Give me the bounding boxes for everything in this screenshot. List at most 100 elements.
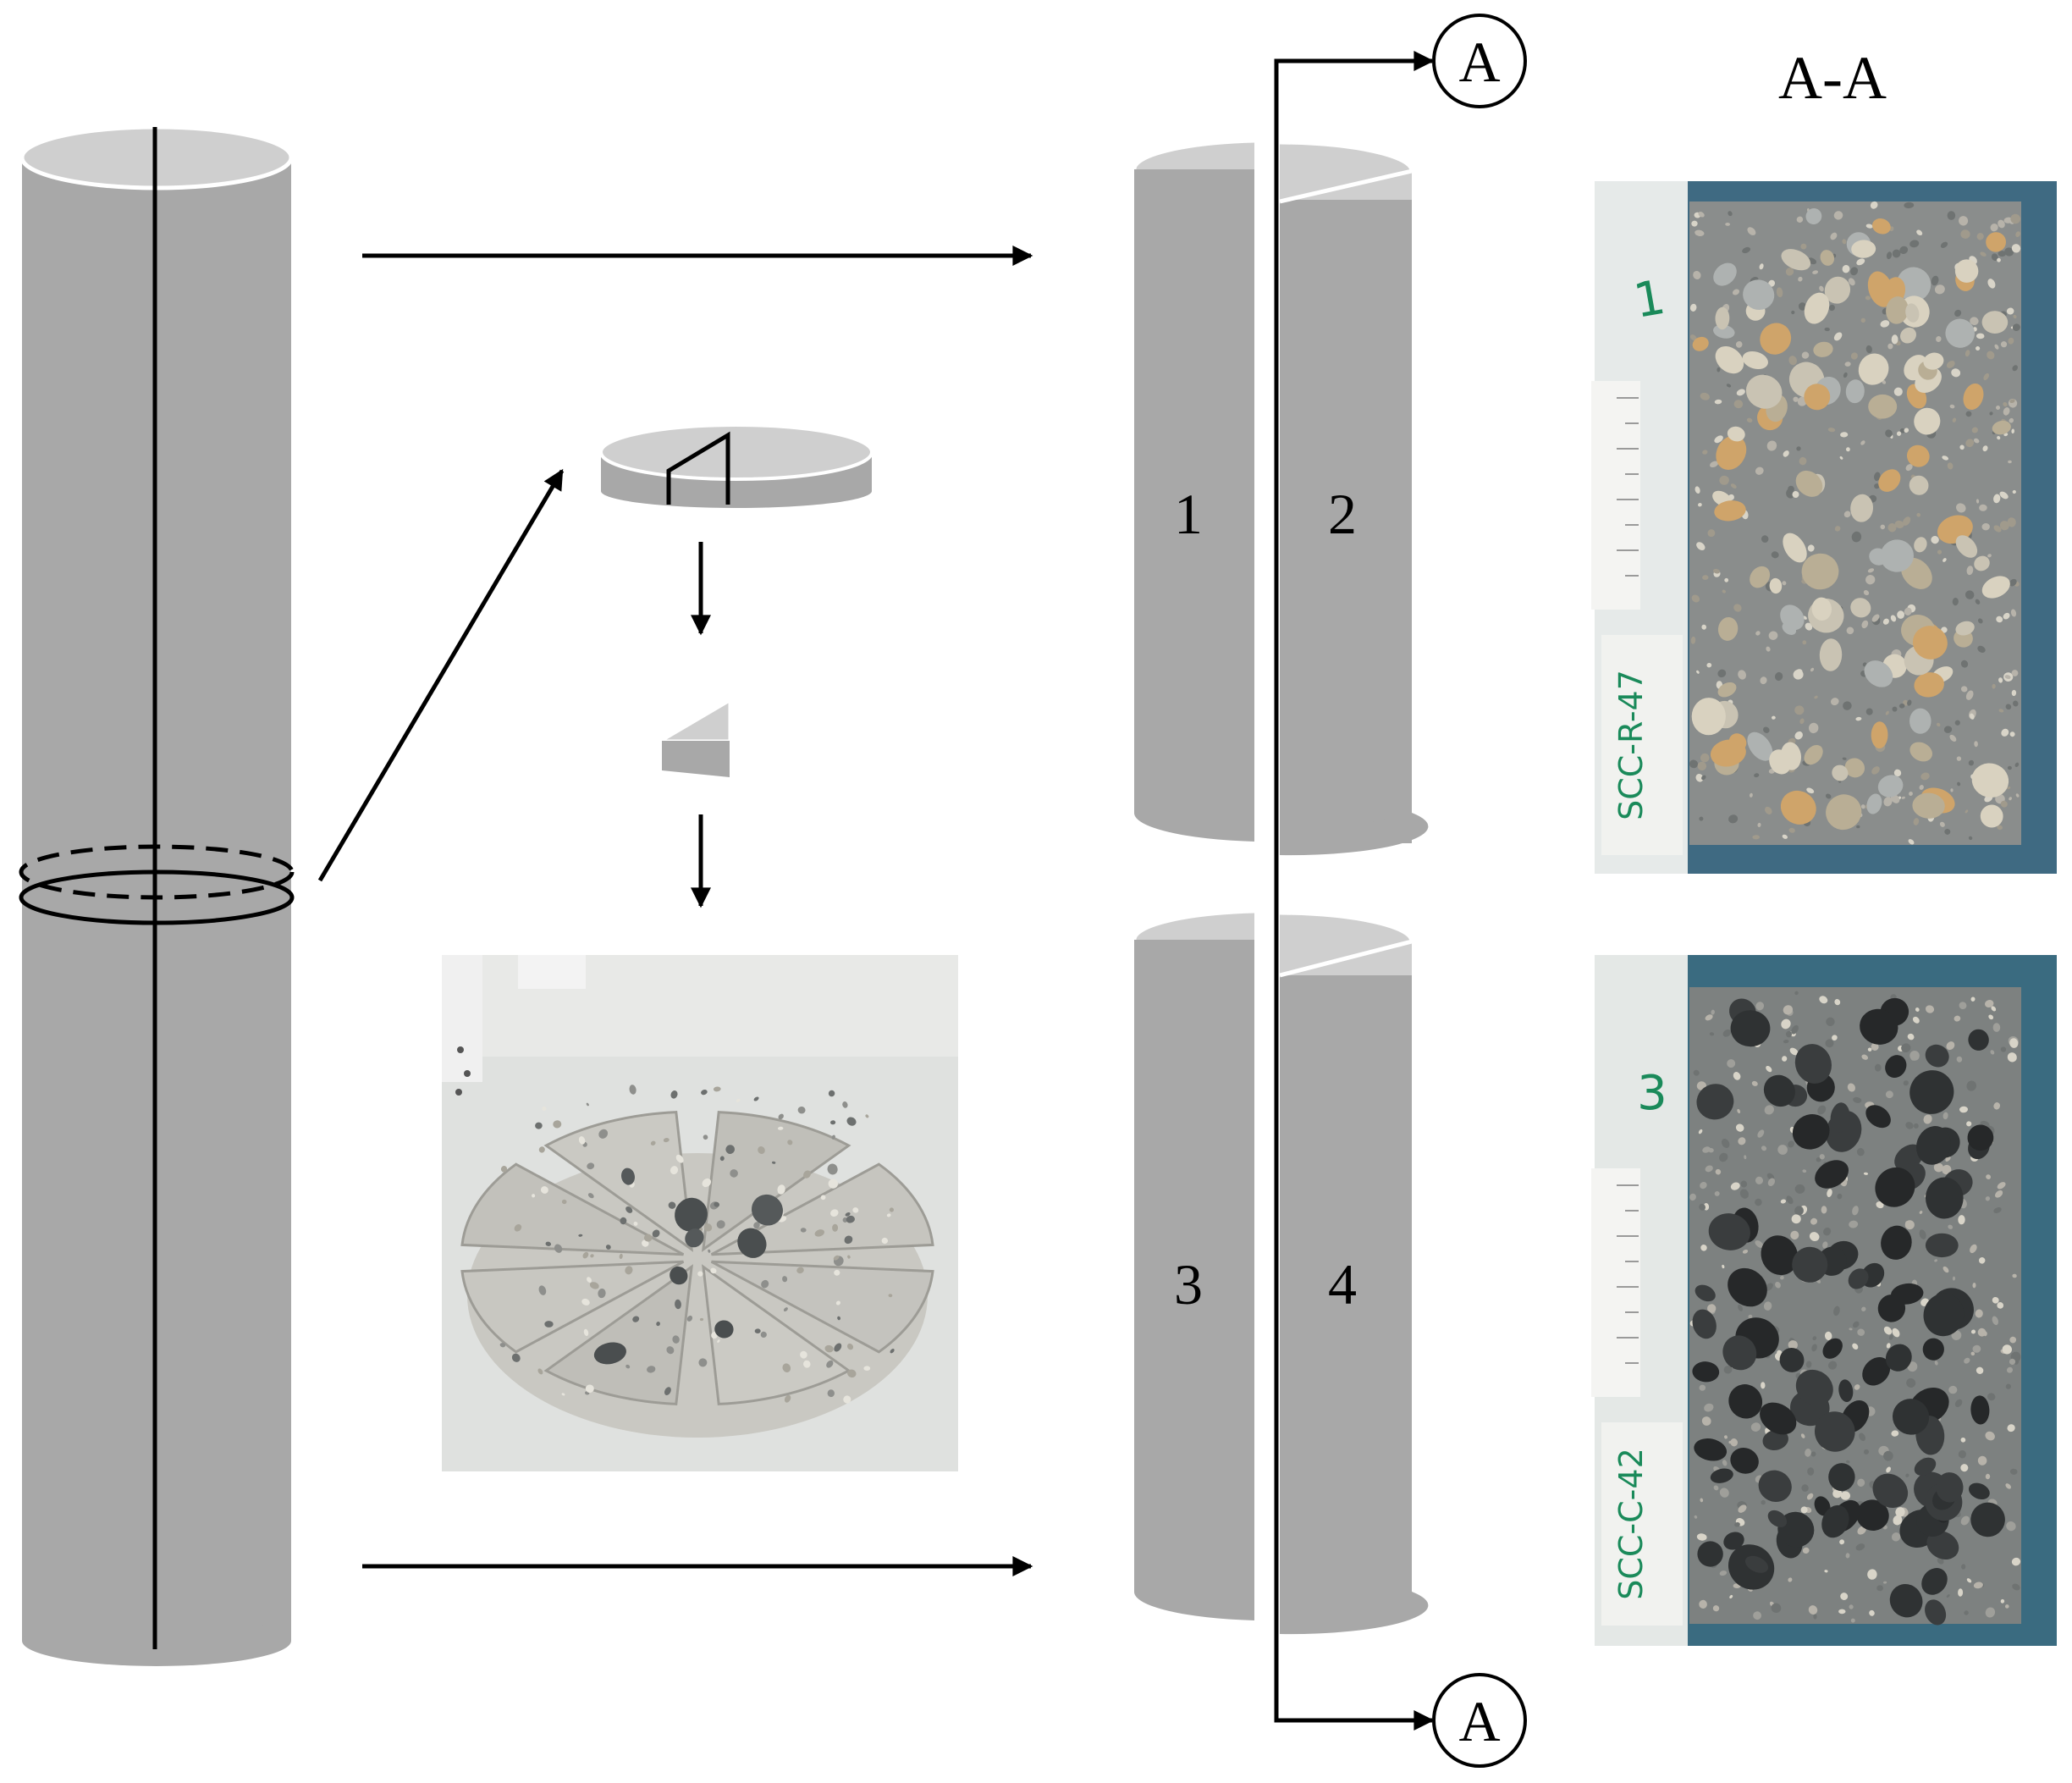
aggregate-grain	[1850, 598, 1871, 618]
aggregate-grain	[647, 1366, 656, 1373]
aggregate-grain	[1812, 270, 1819, 274]
section-line	[1274, 51, 1435, 1731]
section-marker-bottom: A	[1432, 1673, 1527, 1768]
aggregate-grain	[2011, 1557, 2021, 1566]
aggregate-grain	[1699, 816, 1704, 821]
aggregate-grain	[625, 1206, 633, 1213]
aggregate-grain	[1856, 825, 1860, 829]
concrete-wedge	[710, 1162, 934, 1256]
aggregate-grain	[1849, 1220, 1859, 1228]
aggregate-grain	[1792, 1246, 1828, 1283]
aggregate-grain	[1800, 1506, 1808, 1514]
aggregate-grain	[1837, 1193, 1843, 1200]
aggregate-grain	[1728, 1384, 1763, 1419]
aggregate-grain	[1814, 1496, 1831, 1516]
aggregate-grain	[1936, 1472, 1964, 1503]
aggregate-grain	[1838, 1609, 1846, 1615]
aggregate-grain	[1809, 1232, 1820, 1242]
aggregate-grain	[1970, 1329, 1976, 1334]
aggregate-grain	[782, 1276, 788, 1283]
photo-3-sample-id: SCC-C-42	[1612, 1448, 1650, 1600]
aggregate-grain	[1843, 372, 1848, 378]
aggregate-grain	[1895, 1507, 1905, 1517]
aggregate-grain	[1801, 1484, 1809, 1492]
wedges-photo	[442, 955, 958, 1471]
aggregate-grain	[1713, 1485, 1719, 1491]
aggregate-grain	[1942, 455, 1949, 461]
aggregate-grain	[1761, 1235, 1799, 1276]
aggregate-grain	[1702, 1146, 1711, 1153]
aggregate-grain	[1965, 809, 1969, 814]
aggregate-grain	[1802, 640, 1807, 645]
aggregate-grain	[1877, 775, 1904, 798]
aggregate-grain	[1874, 472, 1881, 482]
aggregate-grain	[1844, 758, 1865, 778]
aggregate-grain	[1887, 523, 1897, 533]
aggregate-grain	[1893, 1515, 1903, 1526]
aggregate-grain	[1921, 1568, 1948, 1595]
aggregate-grain	[703, 1223, 713, 1232]
aggregate-grain	[1957, 781, 1961, 787]
aggregate-grain	[708, 1249, 711, 1253]
aggregate-grain	[1706, 662, 1712, 668]
aggregate-grain	[1982, 445, 1988, 452]
aggregate-grain	[1840, 1593, 1849, 1601]
aggregate-grain	[1964, 1610, 1969, 1615]
aggregate-grain	[1968, 759, 1975, 766]
aggregate-grain	[1811, 1344, 1817, 1352]
section-marker-top: A	[1432, 14, 1527, 108]
aggregate-grain	[1721, 1139, 1730, 1148]
aggregate-grain	[1692, 1309, 1717, 1339]
aggregate-grain	[1978, 1257, 1986, 1264]
half-cylinder-4	[1279, 910, 1429, 1635]
aggregate-grain	[703, 1134, 708, 1140]
aggregate-grain	[1942, 1164, 1952, 1175]
aggregate-grain	[2007, 517, 2016, 527]
aggregate-grain	[1796, 446, 1801, 451]
aggregate-grain	[1861, 1306, 1866, 1311]
aggregate-grain	[1883, 1450, 1893, 1461]
aggregate-grain	[1896, 267, 1931, 301]
aggregate-grain	[1909, 1070, 1954, 1114]
aggregate-grain	[1733, 400, 1744, 409]
aggregate-grain	[1754, 773, 1760, 778]
aggregate-grain	[1970, 996, 1976, 1002]
aggregate-grain	[725, 1145, 736, 1154]
aggregate-grain	[1692, 336, 1709, 351]
aggregate-grain	[1697, 1541, 1723, 1567]
aggregate-grain	[2012, 489, 2016, 494]
aggregate-grain	[1734, 1522, 1740, 1527]
aggregate-grain	[1738, 1137, 1746, 1145]
aggregate-grain	[1730, 1182, 1740, 1190]
aggregate-grain	[1738, 1304, 1743, 1311]
aggregate-grain	[1850, 1618, 1855, 1623]
aggregate-grain	[847, 1369, 857, 1378]
aggregate-grain	[1999, 491, 2009, 500]
aggregate-grain	[1864, 660, 1893, 687]
aggregate-grain	[1975, 599, 1981, 604]
core-cylinder	[19, 124, 294, 1666]
aggregate-grain	[863, 1366, 871, 1371]
aggregate-grain	[620, 1217, 627, 1225]
aggregate-grain	[1796, 216, 1804, 223]
aggregate-grain	[2013, 314, 2017, 319]
aggregate-grain	[1722, 1460, 1728, 1466]
aggregate-grain	[1959, 216, 1969, 226]
aggregate-grain	[783, 1307, 788, 1312]
aggregate-grain	[1711, 1009, 1715, 1015]
aggregate-grain	[1843, 511, 1851, 518]
aggregate-grain	[1845, 447, 1850, 452]
aggregate-grain	[2009, 578, 2017, 587]
aggregate-grain	[1913, 1123, 1919, 1129]
aggregate-grain	[1709, 461, 1719, 468]
aggregate-grain	[1909, 1051, 1920, 1061]
aggregate-grain	[1857, 1478, 1865, 1487]
aggregate-grain	[1785, 268, 1794, 276]
aggregate-grain	[1899, 428, 1905, 433]
aggregate-grain	[1843, 701, 1852, 710]
aggregate-grain	[632, 1316, 640, 1322]
aggregate-grain	[675, 1154, 684, 1163]
aggregate-grain	[1865, 345, 1872, 354]
aggregate-grain	[1757, 1129, 1765, 1138]
aggregate-grain	[717, 1339, 720, 1343]
